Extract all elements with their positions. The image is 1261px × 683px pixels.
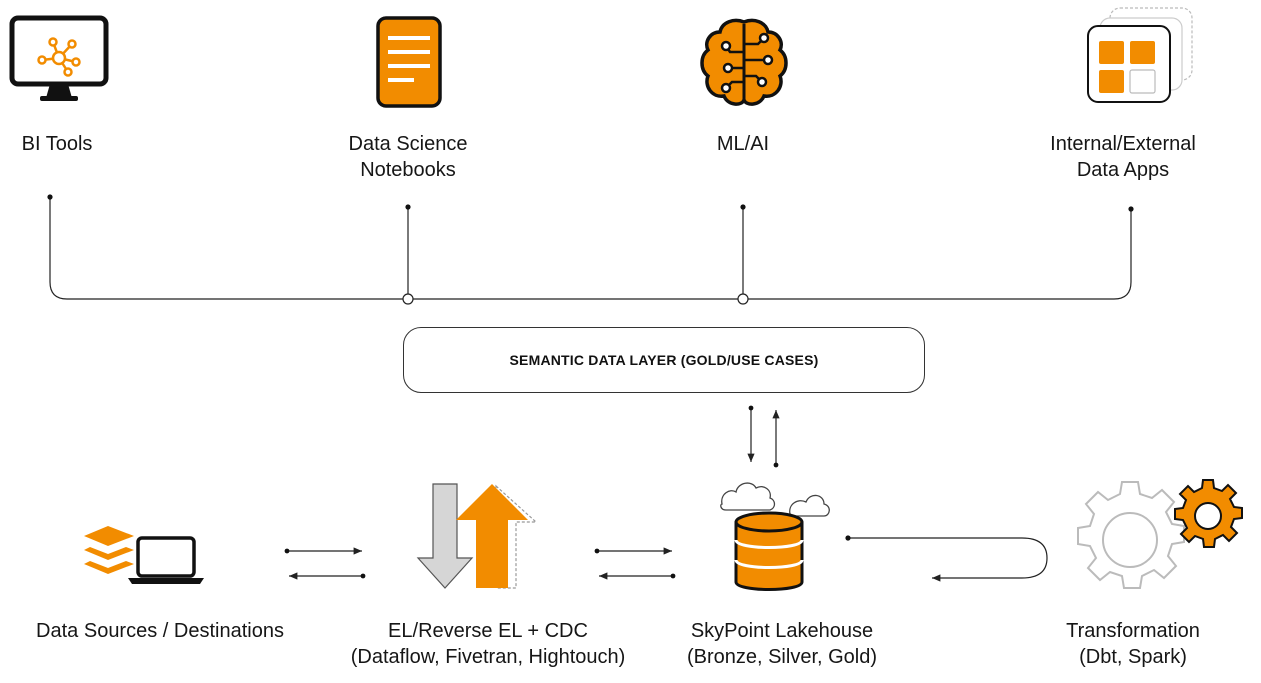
bus-junction-mlai (737, 293, 749, 305)
semantic-data-layer-label: SEMANTIC DATA LAYER (GOLD/USE CASES) (509, 352, 819, 368)
bus-dot-apps (1128, 206, 1134, 212)
gears-icon (1068, 470, 1248, 611)
bus-junction-notebooks (402, 293, 414, 305)
bus-dot-bi (47, 194, 53, 200)
consumer-label-mlai: ML/AI (716, 133, 770, 155)
pipeline-label-lakehouse: SkyPoint Lakehouse (Bronze, Silver, Gold… (686, 620, 878, 668)
notebook-document-icon (376, 16, 442, 113)
arrow-transformation-loop (848, 537, 1048, 582)
pipeline-label-sources: Data Sources / Destinations (36, 620, 284, 642)
consumer-label-bi: BI Tools (21, 133, 93, 155)
layers-laptop-icon (82, 526, 206, 593)
database-cloud-icon (720, 478, 830, 601)
bus-dot-mlai (740, 204, 746, 210)
consumer-label-apps: Internal/External Data Apps (1050, 133, 1196, 181)
up-down-arrows-icon (416, 482, 540, 599)
app-grid-icon (1084, 4, 1196, 113)
bus-dot-notebooks (405, 204, 411, 210)
consumer-label-notebooks: Data Science Notebooks (348, 133, 468, 181)
monitor-network-icon (9, 14, 110, 109)
semantic-data-layer: SEMANTIC DATA LAYER (GOLD/USE CASES) (403, 327, 925, 393)
pipeline-label-transformation: Transformation (Dbt, Spark) (1066, 620, 1200, 668)
pipeline-label-el: EL/Reverse EL + CDC (Dataflow, Fivetran,… (350, 620, 626, 668)
bus-line (49, 197, 1132, 300)
brain-circuit-icon (698, 16, 790, 113)
